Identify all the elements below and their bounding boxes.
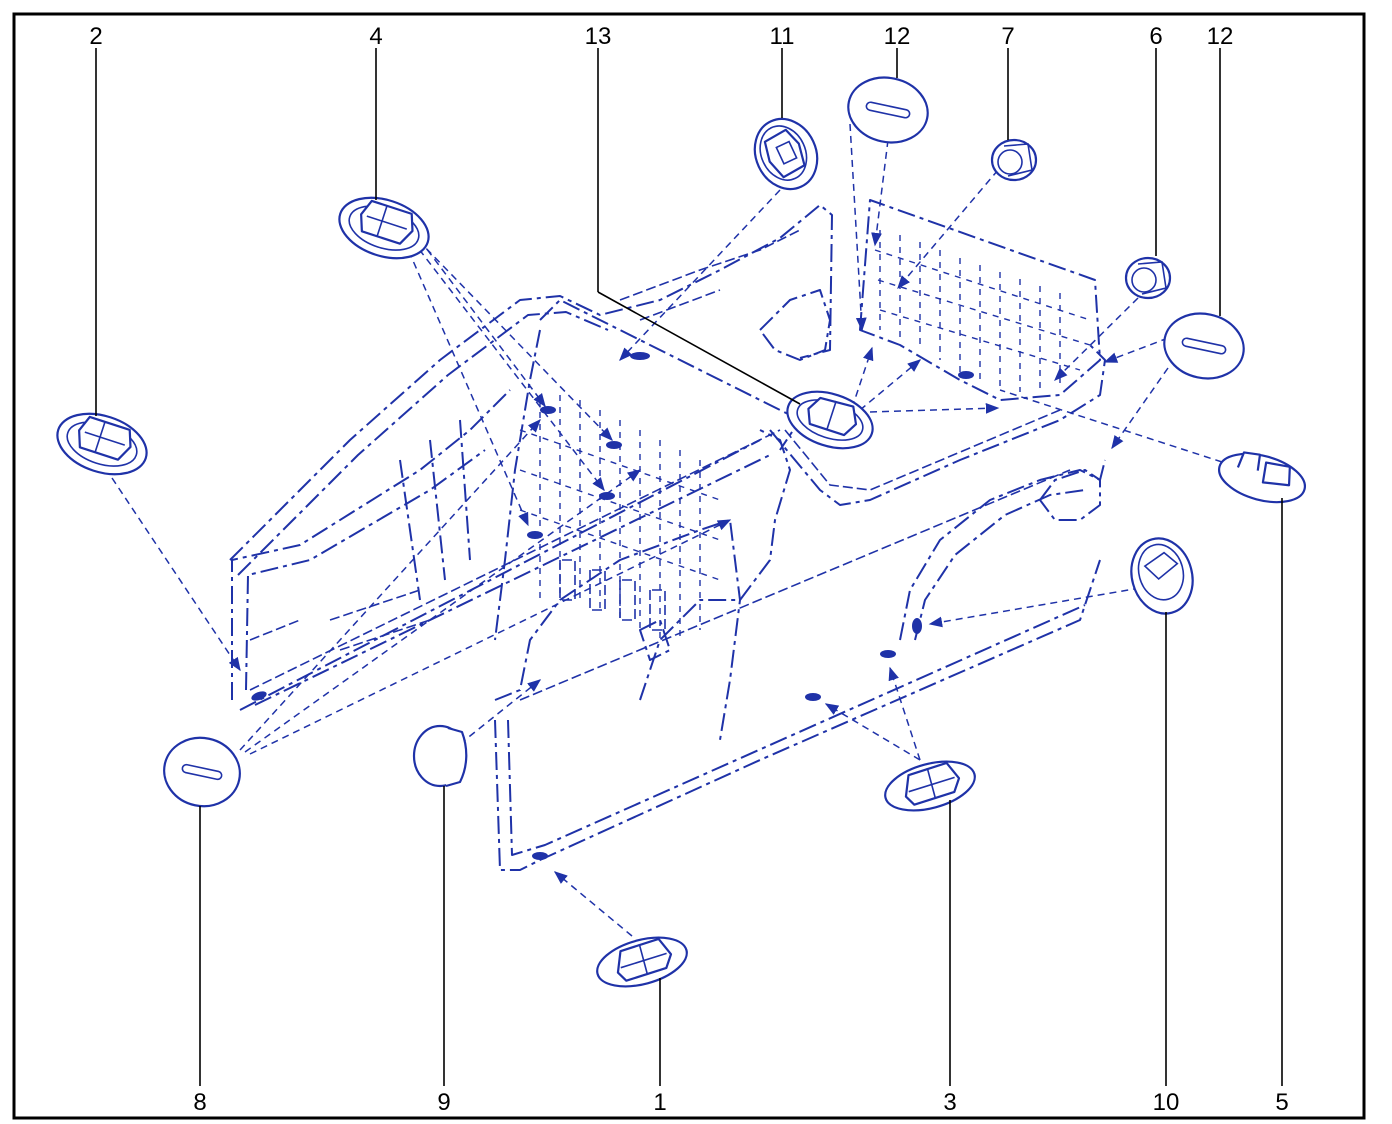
grommet-part-11 [753,117,819,191]
grommet-part-7 [990,138,1038,182]
slot-plug-part-8 [163,736,241,808]
vehicle-body-shell [229,199,1106,871]
plug-part-5 [1218,451,1306,504]
plug-part-1 [596,936,688,988]
slot-plug-part-12-top [847,76,929,144]
plug-part-2 [56,412,148,476]
grommet-part-6 [1124,256,1172,300]
callout-6: 6 [1149,23,1162,50]
grommet-part-10 [1130,537,1194,615]
callout-10: 10 [1153,1089,1180,1116]
callout-5: 5 [1275,1089,1288,1116]
slot-plug-part-12-right [1163,312,1245,380]
callout-11: 11 [770,23,795,50]
callout-3: 3 [943,1089,956,1116]
callout-7: 7 [1001,23,1014,50]
plug-part-13 [786,390,874,450]
leader-lines [95,48,1283,1086]
callout-13: 13 [585,23,612,50]
callout-2: 2 [89,23,102,50]
callout-1: 1 [653,1089,666,1116]
callout-labels: 2 4 13 11 12 7 6 12 8 9 1 3 10 5 [89,23,1288,1116]
cap-plug-part-9 [412,724,468,788]
assembly-arrows [111,123,1223,937]
callout-12-right: 12 [1207,23,1234,50]
callout-12-top: 12 [884,23,911,50]
callout-4: 4 [369,23,382,50]
callout-8: 8 [193,1089,206,1116]
plug-part-3 [884,760,976,812]
callout-9: 9 [437,1089,450,1116]
plug-part-4 [338,196,430,260]
